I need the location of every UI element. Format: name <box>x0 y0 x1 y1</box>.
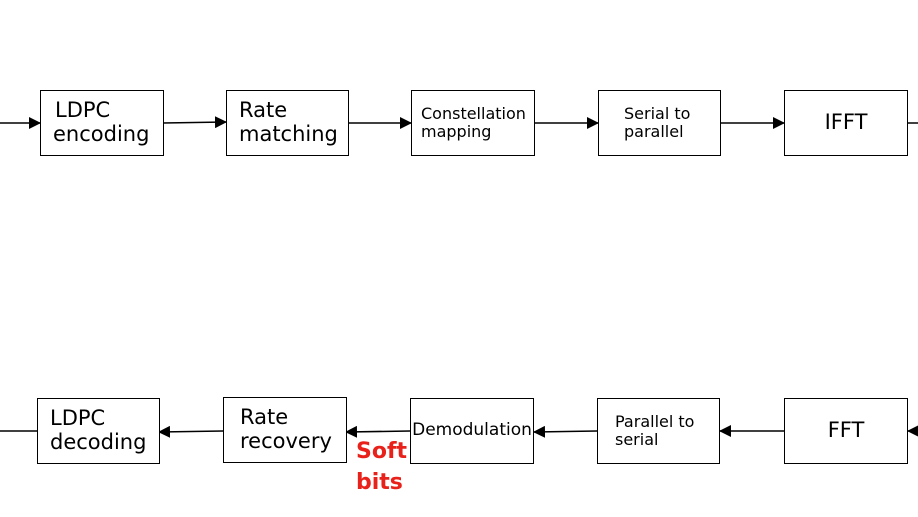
ldpc-encoding-block: LDPC encoding <box>40 90 164 156</box>
ldpc-encoding-line-2: encoding <box>53 122 150 146</box>
serial-to-parallel-line-1: Serial to <box>624 104 691 124</box>
rate-matching-block: Rate matching <box>226 90 349 156</box>
parallel-to-serial-line-2: serial <box>615 430 659 449</box>
arrow-demodulation-to-rate-recovery <box>345 425 411 438</box>
parallel-to-serial-block: Parallel to serial <box>597 398 720 464</box>
ldpc-encoding-line-1: LDPC <box>55 98 111 123</box>
ldpc-decoding-line-1: LDPC <box>50 406 106 431</box>
rate-recovery-line-1: Rate <box>240 405 289 430</box>
arrow-rate-recovery-to-ldpc-decoding <box>158 425 224 438</box>
ifft-label: IFFT <box>824 110 868 135</box>
arrow-parallel-serial-to-demodulation <box>533 425 598 438</box>
demodulation-label: Demodulation <box>412 420 532 441</box>
demodulation-block: Demodulation <box>410 398 534 464</box>
rate-matching-line-1: Rate <box>239 98 288 123</box>
arrow-encoding-to-rate-matching <box>162 116 227 129</box>
constellation-mapping-line-2: mapping <box>421 122 492 141</box>
rate-matching-line-2: matching <box>239 122 338 146</box>
fft-label: FFT <box>827 418 865 443</box>
ifft-block: IFFT <box>784 90 908 156</box>
rate-recovery-line-2: recovery <box>240 429 332 453</box>
serial-to-parallel-line-2: parallel <box>624 122 684 141</box>
constellation-mapping-block: Constellation mapping <box>411 90 535 156</box>
ldpc-decoding-line-2: decoding <box>50 430 147 454</box>
fft-block: FFT <box>784 398 908 464</box>
serial-to-parallel-block: Serial to parallel <box>598 90 721 156</box>
ldpc-decoding-block: LDPC decoding <box>37 398 160 464</box>
constellation-mapping-line-1: Constellation <box>421 104 526 124</box>
soft-bits-annotation: Soft bits <box>356 437 407 499</box>
soft-bits-line-1: Soft <box>356 439 408 464</box>
rate-recovery-block: Rate recovery <box>223 397 347 463</box>
soft-bits-line-2: bits <box>356 469 403 495</box>
parallel-to-serial-line-1: Parallel to <box>615 412 695 432</box>
